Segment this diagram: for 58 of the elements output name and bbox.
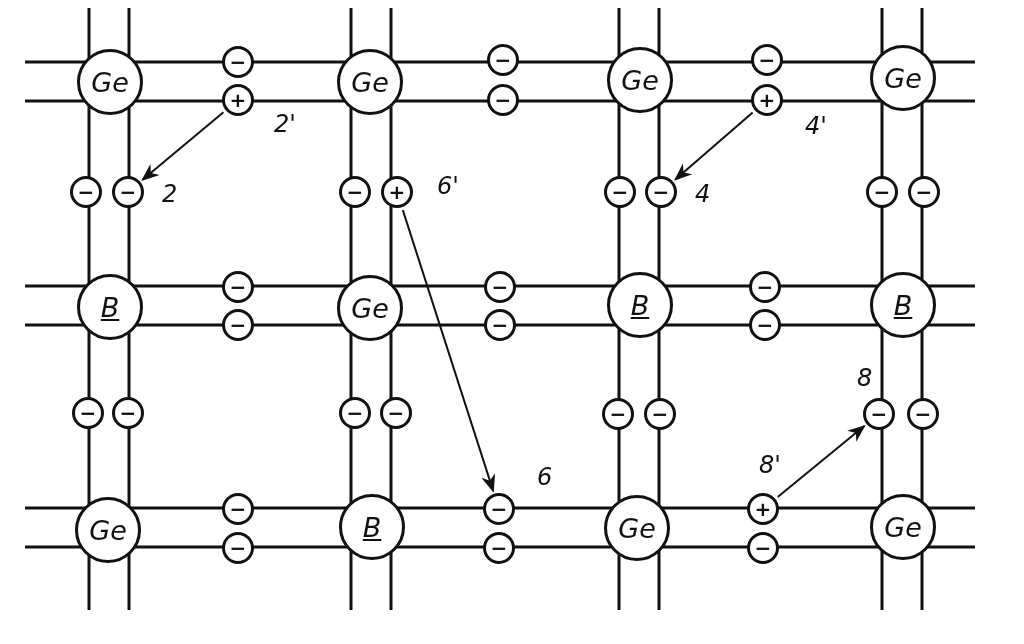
atom-circle: Ge <box>337 49 403 115</box>
charge-circle: − <box>645 176 677 208</box>
position-label: 6 <box>537 465 553 489</box>
charge-circle: + <box>751 84 783 116</box>
position-label: 8 <box>857 366 873 390</box>
charge-circle: − <box>483 532 515 564</box>
charge-circle: + <box>222 84 254 116</box>
position-label: 6' <box>437 174 459 198</box>
charge-circle: − <box>339 176 371 208</box>
atom-circle: B <box>870 272 936 338</box>
charge-circle: − <box>222 46 254 78</box>
atom-circle: Ge <box>604 495 670 561</box>
arrow <box>674 111 754 181</box>
atom-circle: Ge <box>75 497 141 563</box>
charge-circle: − <box>484 309 516 341</box>
atom-circle: Ge <box>77 49 143 115</box>
charge-circle: + <box>747 493 779 525</box>
atom-circle: B <box>607 272 673 338</box>
charge-circle: − <box>749 309 781 341</box>
charge-circle: − <box>907 398 939 430</box>
charge-circle: − <box>863 398 895 430</box>
charge-circle: − <box>749 271 781 303</box>
charge-circle: − <box>222 493 254 525</box>
position-label: 2' <box>274 112 296 136</box>
charge-circle: − <box>112 397 144 429</box>
charge-circle: − <box>70 176 102 208</box>
charge-circle: − <box>747 532 779 564</box>
atom-circle: Ge <box>337 275 403 341</box>
charge-circle: − <box>604 176 636 208</box>
charge-circle: − <box>866 176 898 208</box>
position-label: 2 <box>162 182 178 206</box>
charge-circle: + <box>381 176 413 208</box>
atom-circle: Ge <box>870 45 936 111</box>
charge-circle: − <box>222 532 254 564</box>
charge-circle: − <box>380 397 412 429</box>
charge-circle: − <box>487 84 519 116</box>
atom-circle: B <box>339 494 405 560</box>
charge-circle: − <box>751 44 783 76</box>
charge-circle: − <box>483 493 515 525</box>
arrow <box>776 424 866 498</box>
atom-circle: Ge <box>607 47 673 113</box>
arrow <box>141 111 225 181</box>
atom-circle: B <box>77 274 143 340</box>
charge-circle: − <box>222 271 254 303</box>
atom-circle: Ge <box>870 494 936 560</box>
position-label: 4' <box>805 114 827 138</box>
charge-circle: − <box>908 176 940 208</box>
charge-circle: − <box>339 397 371 429</box>
position-label: 8' <box>759 453 781 477</box>
charge-circle: − <box>72 397 104 429</box>
charge-circle: − <box>487 44 519 76</box>
charge-circle: − <box>222 309 254 341</box>
charge-circle: − <box>644 398 676 430</box>
charge-circle: − <box>602 398 634 430</box>
charge-circle: − <box>112 176 144 208</box>
arrow <box>401 209 496 493</box>
charge-circle: − <box>484 271 516 303</box>
position-label: 4 <box>695 182 711 206</box>
